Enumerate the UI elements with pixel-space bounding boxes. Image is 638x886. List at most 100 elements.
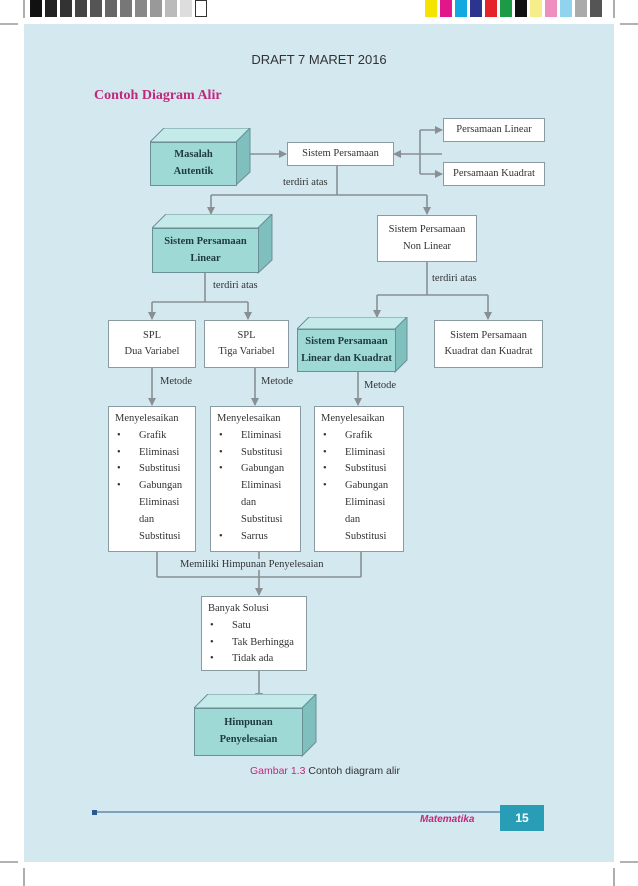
list-item-continuation: Eliminasi <box>321 495 397 512</box>
metode-label-2: Metode <box>261 376 294 387</box>
metode-label-1: Metode <box>160 376 193 387</box>
method-list-2: Menyelesaikan •Eliminasi •Substitusi •Ga… <box>210 406 301 552</box>
method-list-2-heading: Menyelesaikan <box>217 413 281 424</box>
sistem-persamaan-kuadrat-kuadrat-node: Sistem Persamaan Kuadrat dan Kuadrat <box>434 320 543 368</box>
spl-tiga-line-2: Tiga Variabel <box>218 346 275 357</box>
list-item-text: dan <box>139 513 155 525</box>
list-item-text: Eliminasi <box>241 480 282 492</box>
diagram-title: Contoh Diagram Alir <box>94 88 222 103</box>
list-item: • Gabungan <box>115 478 189 495</box>
himpunan-line-2: Penyelesaian <box>219 734 278 745</box>
list-item-text: Grafik <box>345 429 373 441</box>
method-list-3: Menyelesaikan •Grafik •Eliminasi •Substi… <box>314 406 404 552</box>
sistem-persamaan-linear-kuadrat-node: Sistem Persamaan Linear dan Kuadrat <box>297 329 396 372</box>
list-item: • Substitusi <box>321 461 397 478</box>
list-item-text: Sarrus <box>241 530 268 542</box>
spl-dua-line-2: Dua Variabel <box>124 346 180 357</box>
splk-line-2: Linear dan Kuadrat <box>301 352 392 364</box>
list-item-text: Satu <box>232 619 251 631</box>
terdiri-atas-label-3: terdiri atas <box>432 273 477 284</box>
grayscale-bar <box>30 0 216 17</box>
bullet: • <box>219 530 223 542</box>
spl-line-1: Sistem Persamaan <box>164 235 247 247</box>
list-item-text: dan <box>241 496 257 508</box>
list-item-continuation: dan <box>217 495 294 512</box>
terdiri-atas-label-1: terdiri atas <box>283 177 328 188</box>
bullet: • <box>219 463 223 475</box>
spl-line-2: Linear <box>190 252 221 264</box>
list-item-text: Eliminasi <box>345 496 386 508</box>
bullet: • <box>219 446 223 458</box>
himpunan-line-1: Himpunan <box>224 717 273 729</box>
sistem-persamaan-non-linear-node: Sistem Persamaan Non Linear <box>377 215 477 262</box>
spnl-line-2: Non Linear <box>402 240 452 252</box>
method-list-1: Menyelesaikan •Grafik •Eliminasi •Substi… <box>108 406 196 552</box>
persamaan-linear-label: Persamaan Linear <box>456 123 532 135</box>
metode-label-3: Metode <box>364 380 397 391</box>
list-item-continuation: Eliminasi <box>217 478 294 495</box>
bullet: • <box>323 480 327 492</box>
list-item-text: Substitusi <box>241 446 283 458</box>
bullet: • <box>323 463 327 475</box>
list-item: •Eliminasi <box>321 445 397 462</box>
list-item: • Gabungan <box>321 478 397 495</box>
list-item: •Satu <box>208 618 300 635</box>
bullet: • <box>117 463 121 475</box>
figure-caption-text: Contoh diagram alir <box>308 765 401 777</box>
spl-dua-variabel-node: SPL Dua Variabel <box>108 320 196 368</box>
terdiri-atas-label-2: terdiri atas <box>213 280 258 291</box>
list-item-text: Tidak ada <box>232 653 274 665</box>
spl-dua-line-1: SPL <box>142 329 162 341</box>
list-item-text: Substitusi <box>345 463 387 475</box>
persamaan-kuadrat-node: Persamaan Kuadrat <box>443 162 545 186</box>
bullet: • <box>210 653 214 665</box>
list-item: • Eliminasi <box>217 428 294 445</box>
list-item-continuation: Substitusi <box>321 529 397 546</box>
list-item-text: Gabungan <box>345 480 389 492</box>
list-item: • Tak Berhingga <box>208 635 300 652</box>
sistem-persamaan-linear-node: Sistem Persamaan Linear <box>152 228 259 273</box>
list-item-text: dan <box>345 513 361 525</box>
list-item-continuation: dan <box>115 512 189 529</box>
list-item-continuation: Substitusi <box>217 512 294 529</box>
list-item-continuation: Eliminasi <box>115 495 189 512</box>
bullet: • <box>219 429 223 441</box>
masalah-autentik-node: Masalah Autentik <box>150 142 237 186</box>
list-item-text: Tak Berhingga <box>232 636 294 648</box>
list-item-continuation: Substitusi <box>115 529 189 546</box>
list-item-continuation: dan <box>321 512 397 529</box>
list-item: • Gabungan <box>217 461 294 478</box>
list-item: • Sarrus <box>217 529 294 546</box>
bullet: • <box>323 429 327 441</box>
spl-tiga-variabel-node: SPL Tiga Variabel <box>204 320 289 368</box>
masalah-line-1: Masalah <box>174 149 213 161</box>
persamaan-kuadrat-label: Persamaan Kuadrat <box>453 167 535 179</box>
bullet: • <box>117 429 121 441</box>
himpunan-penyelesaian-node: Himpunan Penyelesaian <box>194 708 303 756</box>
list-item-text: Eliminasi <box>139 446 180 458</box>
list-item-text: Gabungan <box>139 480 183 492</box>
list-item-text: Eliminasi <box>241 429 282 441</box>
list-item-text: Substitusi <box>139 463 181 475</box>
masalah-line-2: Autentik <box>173 166 214 177</box>
list-item: • Eliminasi <box>115 445 189 462</box>
list-item-text: Grafik <box>139 429 167 441</box>
list-item-text: Eliminasi <box>139 496 180 508</box>
bullet: • <box>117 480 121 492</box>
list-item-text: Gabungan <box>241 463 285 475</box>
spkk-line-1: Sistem Persamaan <box>450 329 527 341</box>
list-item: • Grafik <box>115 428 189 445</box>
persamaan-linear-node: Persamaan Linear <box>443 118 545 142</box>
bullet: • <box>117 446 121 458</box>
spkk-line-2: Kuadrat dan Kuadrat <box>444 346 533 357</box>
bullet: • <box>210 636 214 648</box>
color-bar <box>425 0 611 17</box>
banyak-solusi-heading: Banyak Solusi <box>208 603 269 614</box>
list-item: • Grafik <box>321 428 397 445</box>
list-item-text: Eliminasi <box>345 446 386 458</box>
banyak-solusi-box: Banyak Solusi •Satu • Tak Berhingga • Tida… <box>201 596 307 671</box>
memiliki-himpunan-label: Memiliki Himpunan Penyelesaian <box>177 559 327 570</box>
